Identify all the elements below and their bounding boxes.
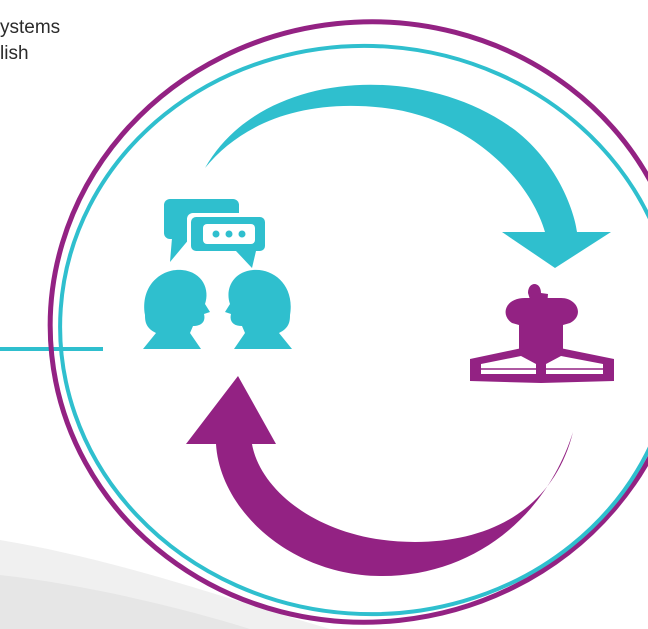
right-head-icon xyxy=(225,269,292,349)
outer-purple-ring xyxy=(47,19,648,625)
top-curved-arrow xyxy=(205,84,611,268)
inner-teal-ring xyxy=(58,43,648,617)
bottom-curved-arrow xyxy=(186,376,573,577)
left-head-icon xyxy=(143,269,210,349)
text-line-2: lish xyxy=(0,43,29,64)
reader-with-book-icon xyxy=(470,284,614,383)
speech-bubble-front-icon xyxy=(187,213,269,268)
text-line-1: ystems xyxy=(0,17,61,38)
cropped-text-fragment: ystems lish xyxy=(0,15,120,67)
